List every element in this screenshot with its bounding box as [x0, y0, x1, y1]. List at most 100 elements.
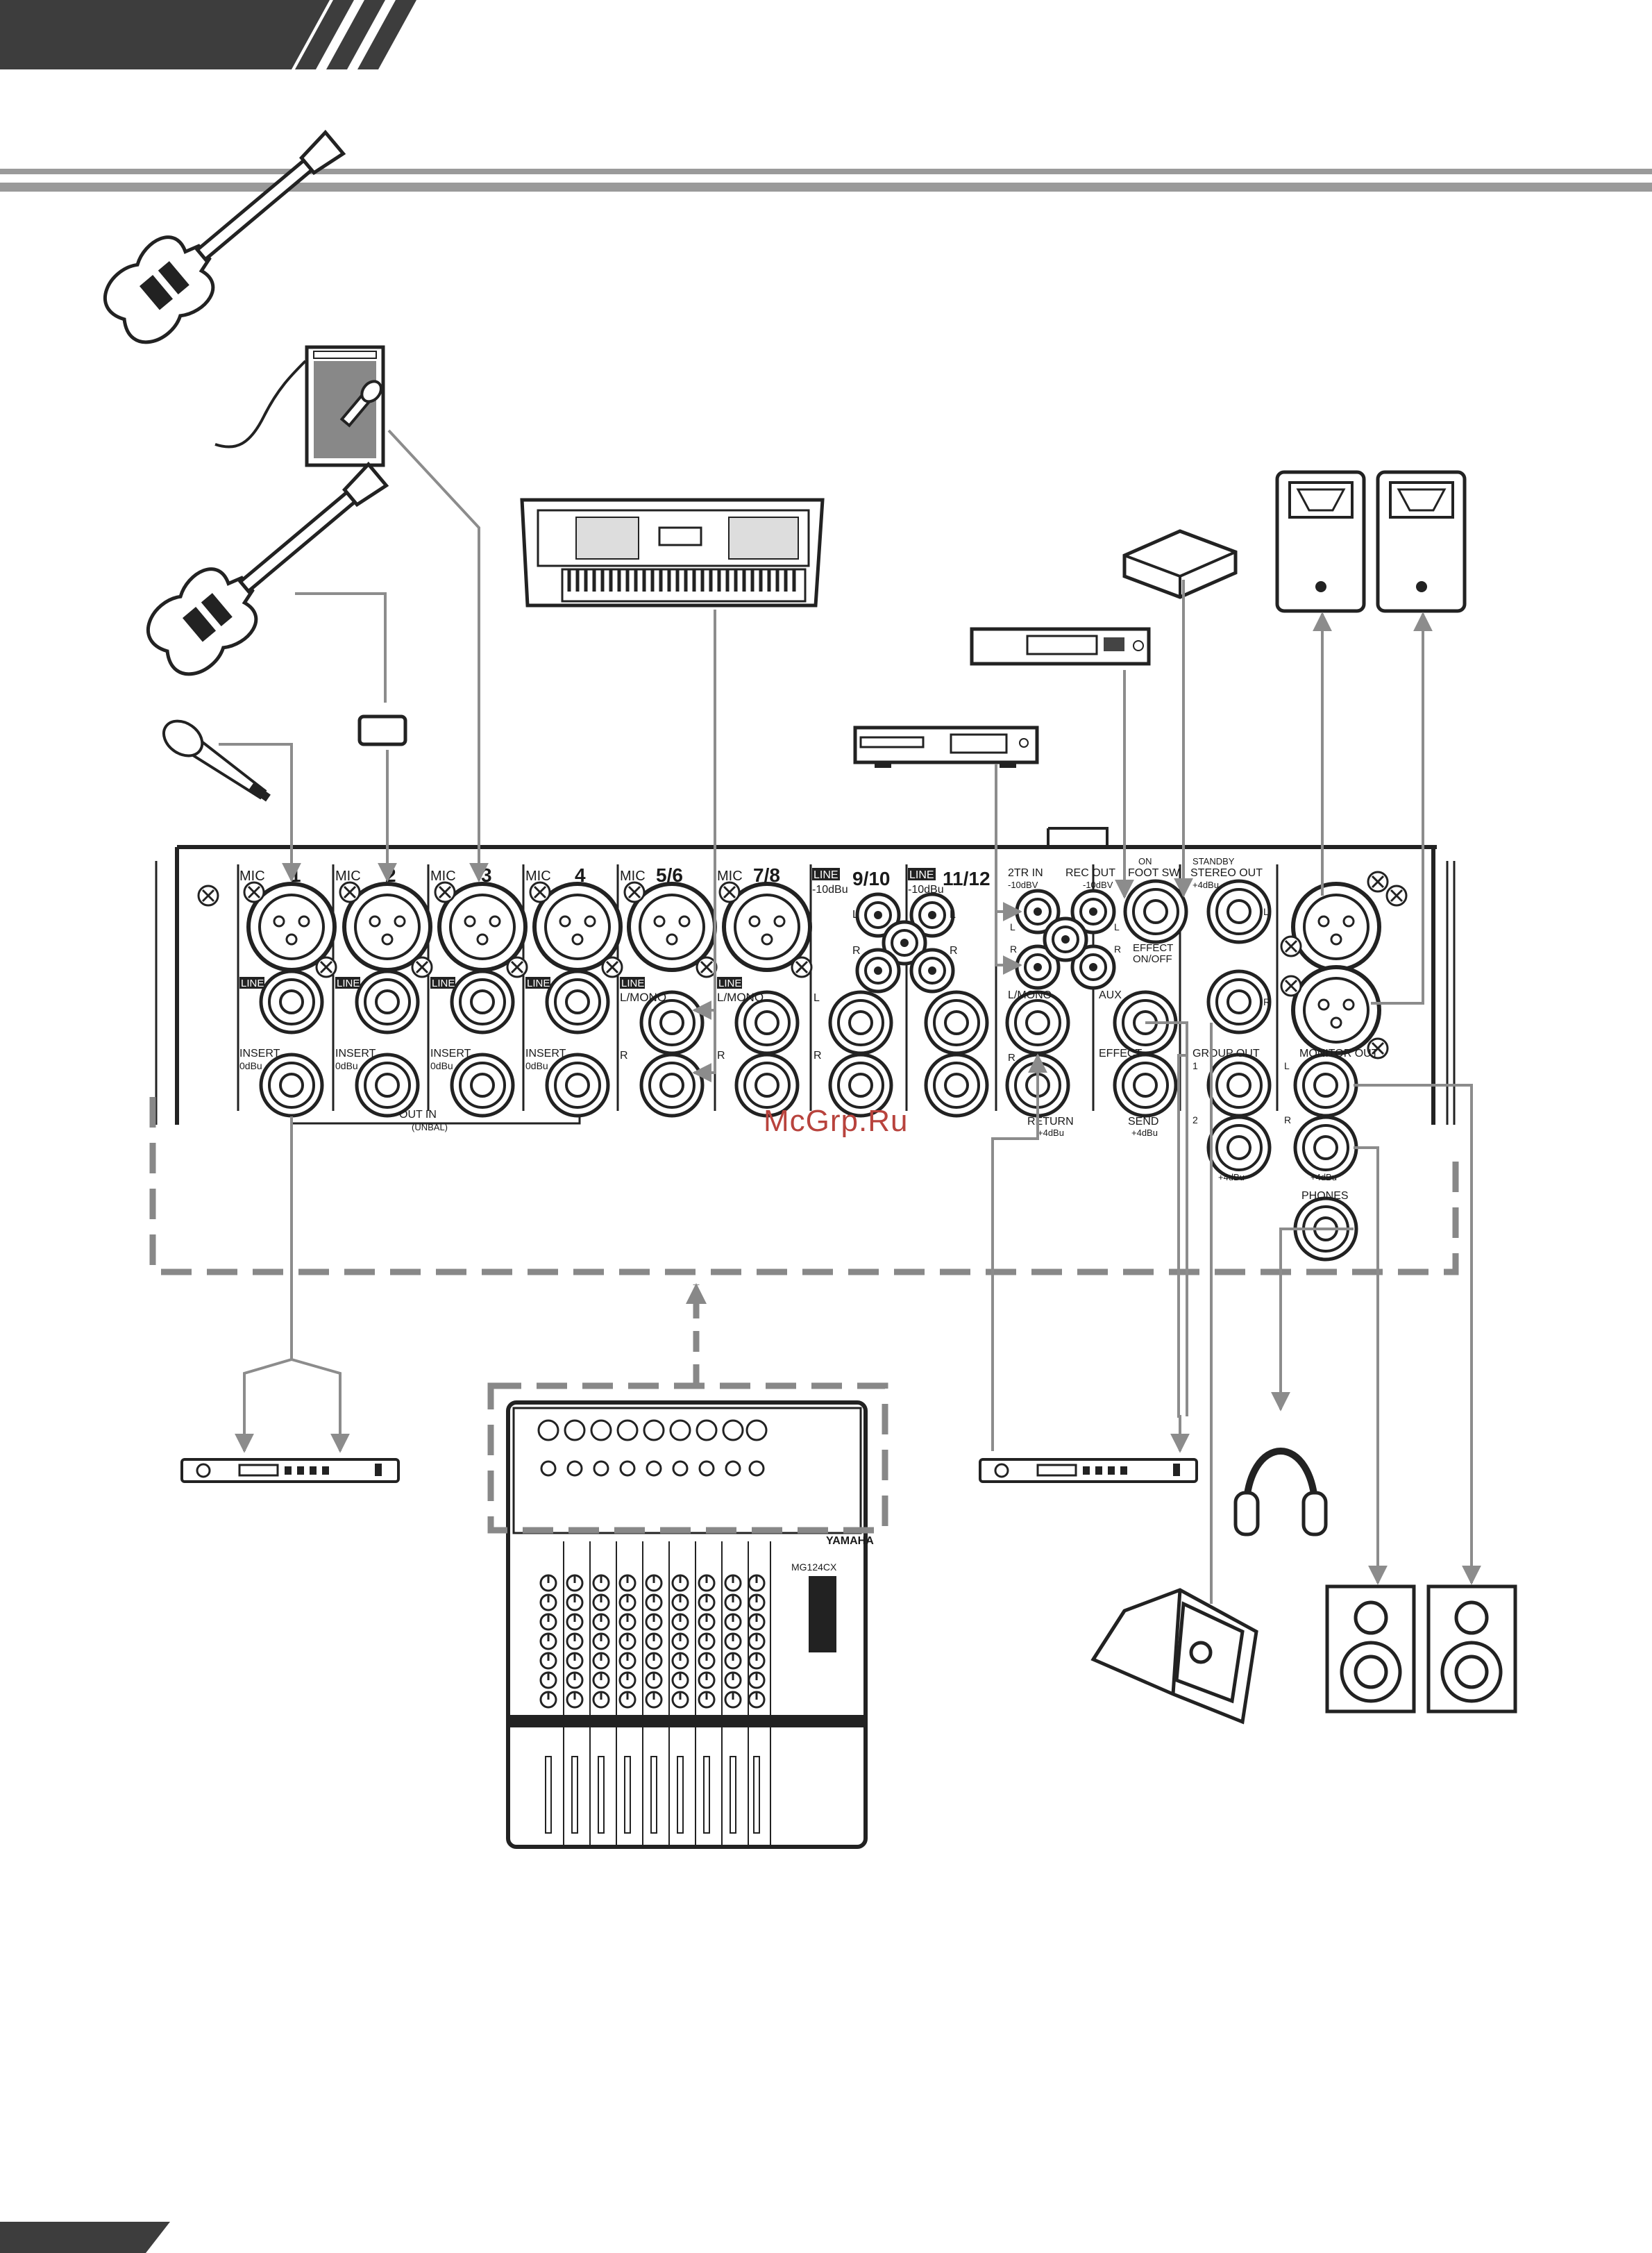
- mixer-connector: [672, 1460, 689, 1477]
- mixer-knob: [645, 1574, 663, 1592]
- ch3-insert-level: 0dBu: [430, 1060, 453, 1071]
- guitar-amp-icon: [305, 345, 385, 467]
- mixer-knob: [539, 1613, 557, 1631]
- mixer-knob: [645, 1671, 663, 1689]
- return-label: RETURN: [1027, 1116, 1074, 1128]
- mixer-knob: [671, 1574, 689, 1592]
- ch56-mic-label: MIC: [620, 869, 646, 884]
- mixer-knob: [671, 1691, 689, 1709]
- ch78-number: 7/8: [753, 864, 780, 886]
- ch910-jack-r-label: R: [814, 1050, 822, 1062]
- mixer-knob: [748, 1691, 766, 1709]
- ch3-line-label: LINE: [432, 978, 455, 989]
- mixer-knob: [748, 1574, 766, 1592]
- footer-tab: [0, 2222, 170, 2253]
- mixer-knob: [566, 1593, 584, 1611]
- mixer-knob: [566, 1671, 584, 1689]
- monitor-l-label: L: [1284, 1060, 1290, 1071]
- group-level: +4dBu: [1218, 1172, 1245, 1182]
- electric-guitar-icon: [103, 129, 346, 344]
- foot-switch-icon: [1122, 529, 1238, 599]
- rec-out-label: REC OUT: [1065, 867, 1115, 879]
- ch910-line-label: LINE: [814, 869, 838, 881]
- studio-monitor-icon: [1426, 1584, 1517, 1714]
- ch4-number: 4: [575, 864, 586, 886]
- mixer-knob: [592, 1691, 610, 1709]
- ch3-mic-label: MIC: [430, 869, 456, 884]
- mixer-connector: [722, 1419, 744, 1441]
- mixer-knob: [748, 1593, 766, 1611]
- mixer-fader: [624, 1756, 631, 1834]
- ch910-level: -10dBu: [812, 884, 848, 896]
- mixer-fader: [545, 1756, 552, 1834]
- aux-label: AUX: [1099, 989, 1122, 1001]
- mixer-knob: [592, 1613, 610, 1631]
- mixer-knob: [618, 1652, 637, 1670]
- mixer-knob: [748, 1613, 766, 1631]
- mixer-fader: [753, 1756, 760, 1834]
- mixer-connector: [566, 1460, 583, 1477]
- ch78-mic-label: MIC: [717, 869, 743, 884]
- ch4-mic-label: MIC: [525, 869, 551, 884]
- mixer-fader: [703, 1756, 710, 1834]
- mixer-knob: [698, 1574, 716, 1592]
- cd-player-icon: [853, 726, 1039, 768]
- ch56-r-label: R: [620, 1050, 628, 1062]
- rec-l-label: L: [1114, 921, 1120, 932]
- mixer-connector: [643, 1419, 665, 1441]
- mixer-connector: [745, 1419, 768, 1441]
- mixer-knob: [539, 1593, 557, 1611]
- microphone-icon: [339, 380, 382, 428]
- ch910-l-label: L: [852, 909, 859, 921]
- mixer-knob: [618, 1671, 637, 1689]
- mixer-connector: [646, 1460, 662, 1477]
- mixer-knob: [618, 1613, 637, 1631]
- ch1-insert-label: INSERT: [239, 1048, 280, 1060]
- group-bracket: [149, 1097, 1459, 1275]
- mixer-knob: [618, 1593, 637, 1611]
- group-1-label: 1: [1192, 1060, 1198, 1071]
- floor-monitor-icon: [1090, 1588, 1258, 1725]
- ch1-mic-label: MIC: [239, 869, 265, 884]
- mixer-knob: [618, 1574, 637, 1592]
- ch2-line-label: LINE: [337, 978, 360, 989]
- mixer-knob: [566, 1691, 584, 1709]
- mixer-knob: [592, 1574, 610, 1592]
- mixer-connector: [537, 1419, 559, 1441]
- ch4-insert-label: INSERT: [525, 1048, 566, 1060]
- mixer-knob: [724, 1652, 742, 1670]
- mixer-knob: [645, 1632, 663, 1650]
- twotr-in-label: 2TR IN: [1008, 867, 1043, 879]
- ch1-line-label: LINE: [241, 978, 264, 989]
- stereo-out-label: STEREO OUT: [1190, 867, 1263, 879]
- ch910-r-label: R: [852, 945, 861, 957]
- ch78-r-label: R: [717, 1050, 725, 1062]
- mixer-knob: [671, 1593, 689, 1611]
- ch4-insert-level: 0dBu: [525, 1060, 548, 1071]
- pa-speaker-icon: [1275, 470, 1366, 613]
- mixer-knob: [566, 1652, 584, 1670]
- mixer-knob: [698, 1632, 716, 1650]
- mixer-knob: [671, 1632, 689, 1650]
- mixer-knob: [618, 1632, 637, 1650]
- mixer-knob: [592, 1593, 610, 1611]
- ch78-lmono-label: L/MONO: [717, 991, 764, 1004]
- stereo-r-label: R: [1263, 996, 1270, 1007]
- stereo-l-label: L: [1263, 906, 1269, 917]
- ch3-number: 3: [481, 864, 492, 886]
- electric-guitar-icon: [146, 461, 389, 676]
- insert-unbal-label: (UNBAL): [412, 1122, 448, 1132]
- direct-box-icon: [357, 714, 407, 746]
- foot-on-label: ON: [1138, 856, 1152, 866]
- mixer-knob: [618, 1691, 637, 1709]
- mixer-connector: [616, 1419, 639, 1441]
- mixer-knob: [645, 1613, 663, 1631]
- mixer-knob: [724, 1671, 742, 1689]
- mixer-connector: [593, 1460, 609, 1477]
- mixer-connector: [564, 1419, 586, 1441]
- twotr-r-label: R: [1010, 944, 1017, 955]
- mixer-panel-highlight: [487, 1382, 888, 1534]
- mixer-knob: [698, 1652, 716, 1670]
- ch3-insert-label: INSERT: [430, 1048, 471, 1060]
- mixer-connector: [748, 1460, 765, 1477]
